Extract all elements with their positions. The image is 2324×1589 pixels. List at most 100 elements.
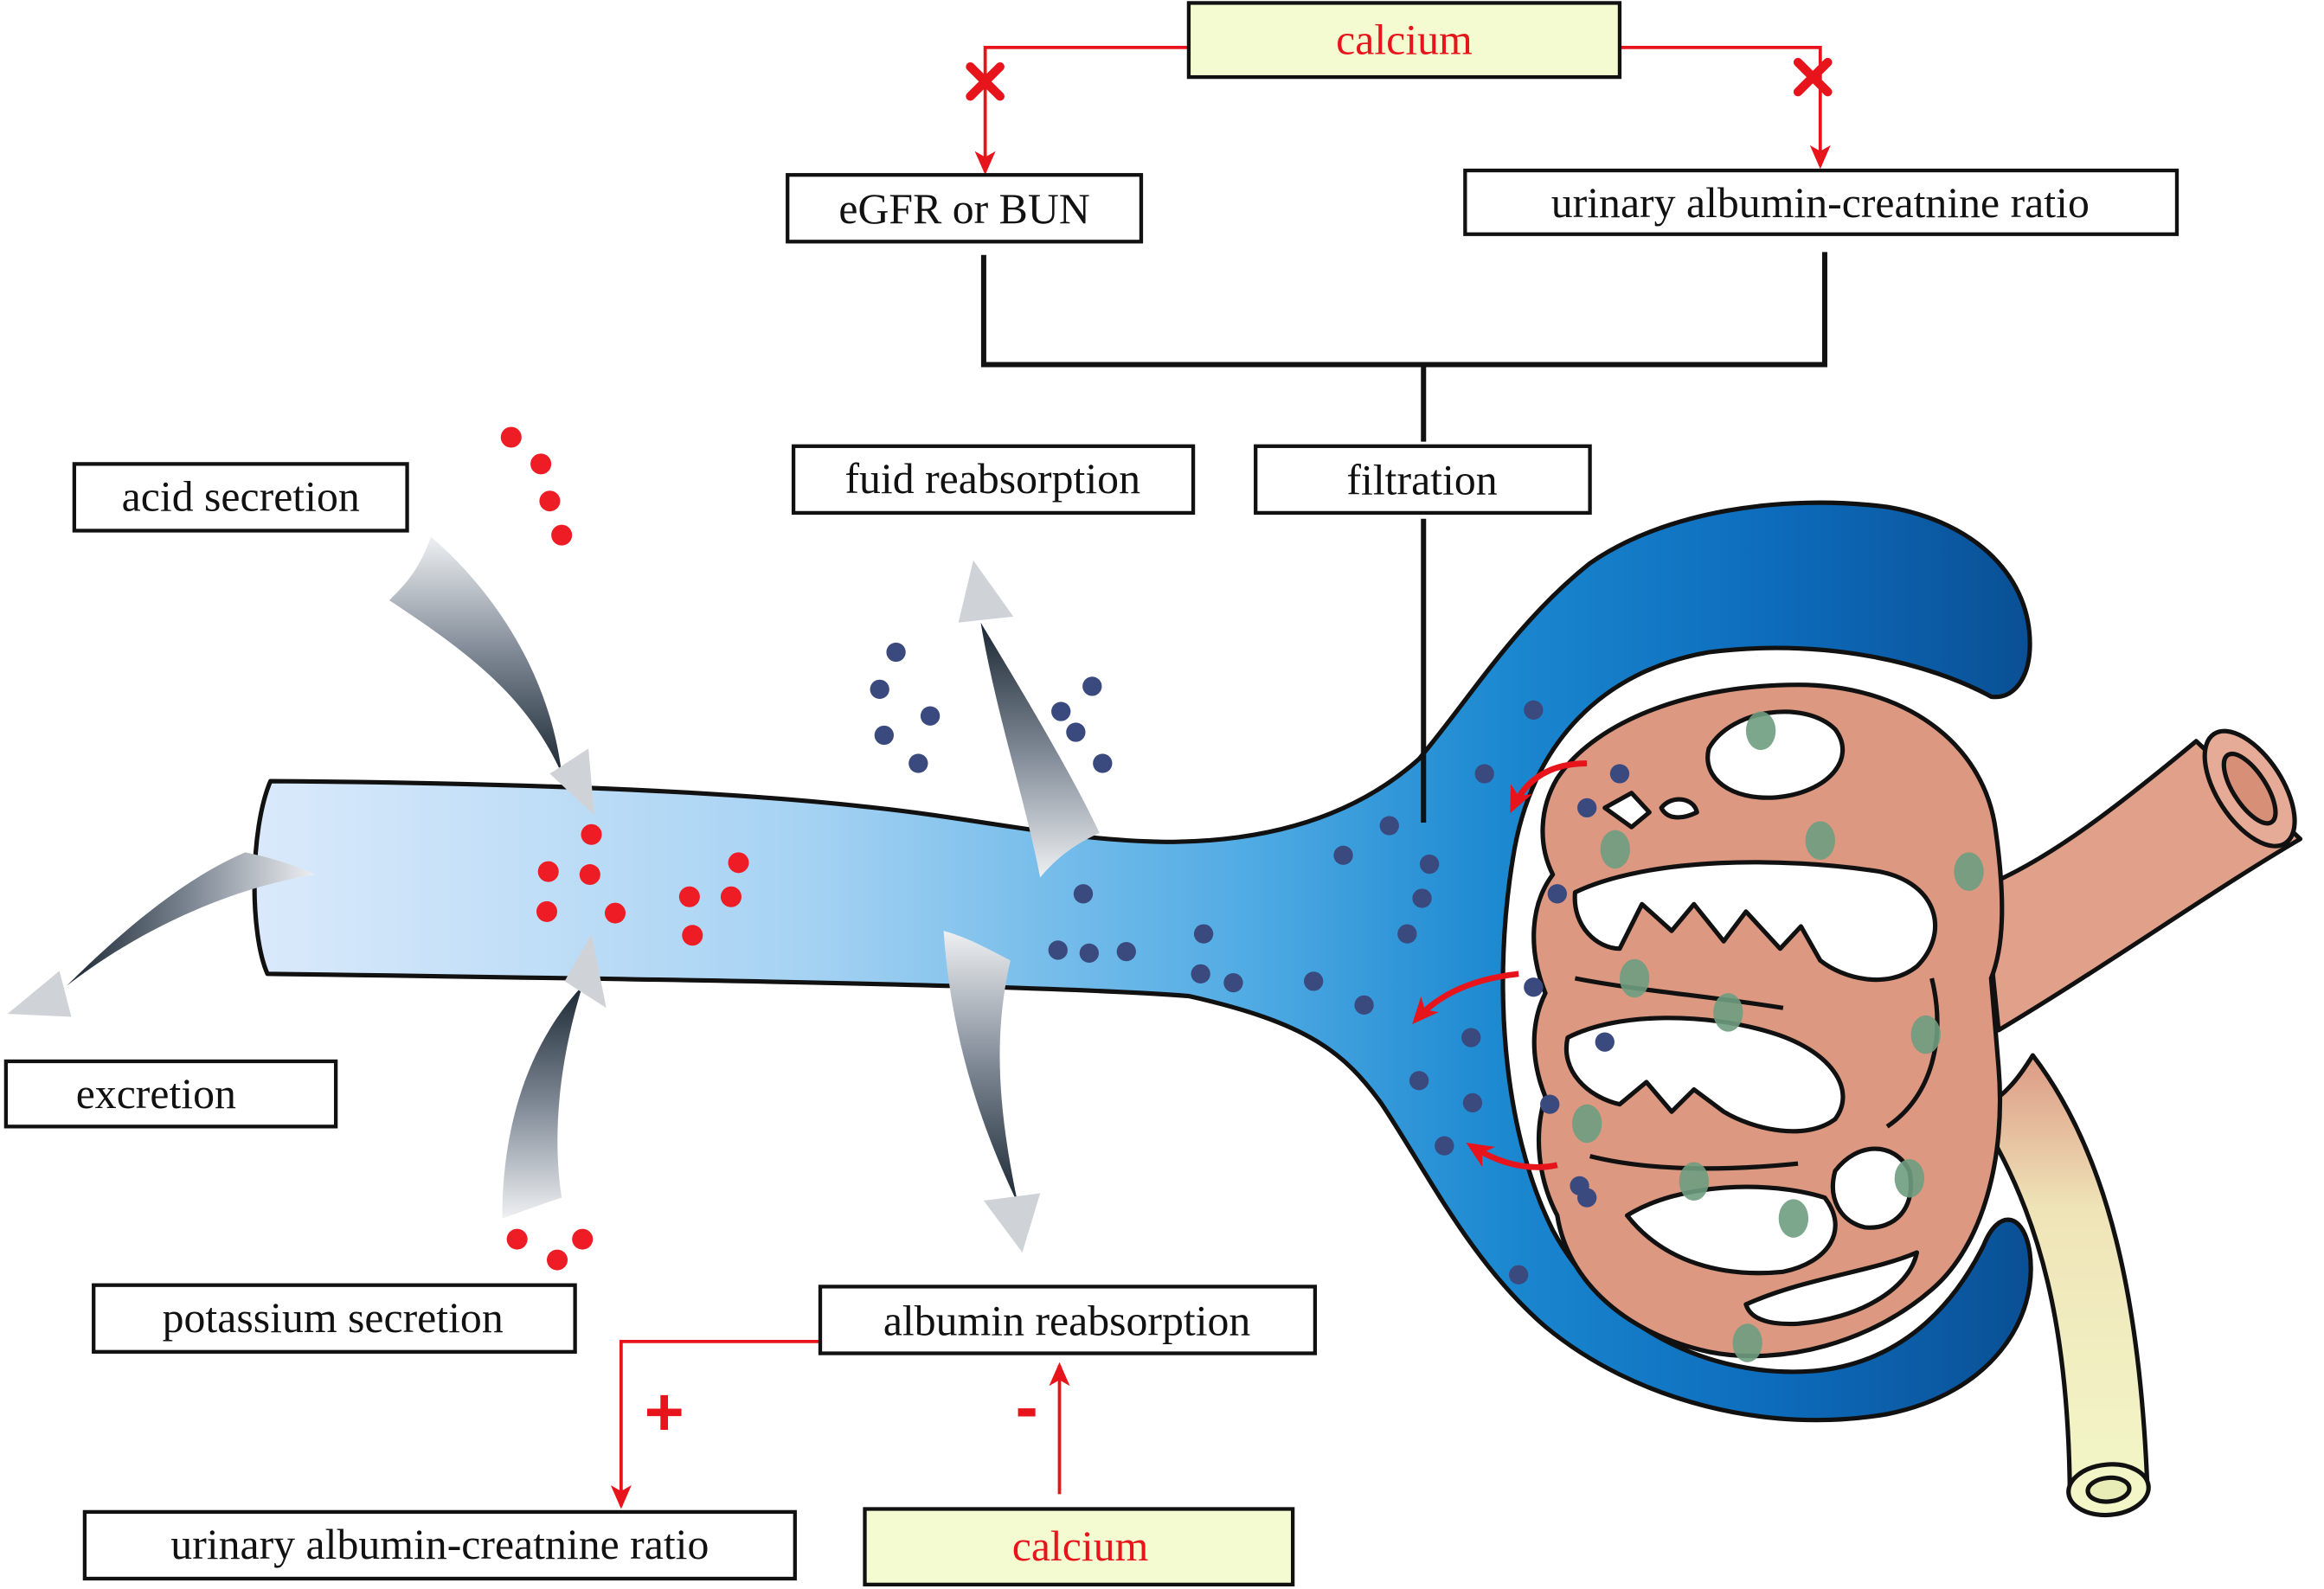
no-effect-x-icon: [1793, 57, 1833, 97]
blue-dot: [1116, 942, 1136, 962]
label-filtration: filtration: [1346, 457, 1497, 504]
cell-nucleus: [1600, 830, 1630, 869]
calcium-to-uacr-line: [1619, 45, 1831, 170]
albumin-reabsorption-arrow: [943, 931, 1018, 1204]
blue-dot: [1379, 816, 1399, 836]
afferent-arteriole-lumen: [2221, 751, 2278, 826]
red-dot: [682, 925, 703, 946]
egfr-bun-box: [786, 173, 1144, 244]
blue-dot: [1066, 722, 1086, 742]
red-dot: [536, 900, 558, 922]
albumin-to-uacr-line: [610, 1339, 820, 1509]
blue-dot: [1577, 1188, 1597, 1208]
label-calcium-top: calcium: [1336, 16, 1473, 64]
label-albumin-reabsorption: albumin reabsorption: [883, 1297, 1251, 1344]
glomerulus-hole: [1830, 1146, 1913, 1230]
cell-nucleus: [1572, 1104, 1602, 1144]
glomerulus-hole: [1743, 1250, 1920, 1327]
blue-dot: [1524, 700, 1544, 720]
label-uacr-bottom: urinary albumin-creatnine ratio: [170, 1521, 709, 1568]
blue-dot: [874, 725, 895, 746]
blue-dot: [1397, 924, 1417, 944]
filtration-flow-arrow: [1412, 971, 1519, 1025]
blue-dot: [1073, 884, 1094, 904]
blue-dot: [1193, 924, 1214, 944]
blue-dot: [1462, 1092, 1483, 1113]
blue-dot: [1304, 971, 1324, 991]
red-dot: [551, 524, 573, 546]
red-dot: [537, 861, 559, 882]
cell-nucleus: [1679, 1162, 1709, 1201]
calcium-box-bottom: [863, 1507, 1295, 1587]
glomerulus-hole: [1572, 860, 1938, 983]
blue-dot: [920, 706, 941, 726]
blue-dot: [1082, 676, 1102, 696]
blue-dot: [1540, 1094, 1560, 1114]
acid-secretion-arrowhead: [549, 748, 594, 816]
blue-dot: [1093, 753, 1113, 773]
efferent-arteriole: [1974, 1053, 2150, 1496]
cell-nucleus: [1713, 993, 1743, 1032]
no-effect-x-icon: [966, 61, 1005, 101]
red-dot: [604, 902, 626, 924]
blue-dot: [1461, 1028, 1481, 1048]
albumin-reabsorption-arrowhead: [983, 1193, 1041, 1253]
blue-dot: [1435, 1136, 1454, 1156]
label-calcium-bottom: calcium: [1012, 1522, 1149, 1570]
glomerulus-hole: [1659, 797, 1699, 820]
cell-nuclei: [1572, 711, 1984, 1362]
afferent-arteriole: [1981, 739, 2303, 1033]
red-dot: [500, 426, 522, 448]
fluid-reabsorption-arrow: [980, 622, 1100, 878]
uacr-box-top: [1463, 168, 2180, 236]
blue-dot: [1409, 1071, 1429, 1091]
red-dot: [539, 490, 561, 512]
label-excretion: excretion: [76, 1070, 236, 1118]
label-acid-secretion: acid secretion: [122, 473, 360, 521]
blue-dot: [1048, 940, 1068, 960]
cell-nucleus: [1732, 1323, 1762, 1362]
label-egfr-bun: eGFR or BUN: [838, 185, 1089, 233]
blue-dot: [886, 642, 906, 663]
blue-dot: [1412, 888, 1432, 908]
blue-dot: [1609, 764, 1630, 784]
red-dot: [530, 453, 552, 475]
cell-nucleus: [1805, 821, 1835, 860]
blue-dot: [1547, 884, 1567, 904]
label-fluid-reabsorption: fuid reabsorption: [844, 455, 1140, 503]
filtration-flow-arrow: [1510, 760, 1588, 814]
red-dot: [579, 864, 600, 886]
cell-nucleus: [1619, 958, 1650, 998]
cell-nucleus: [1910, 1015, 1941, 1054]
blue-dot: [1354, 995, 1374, 1015]
label-uacr-top: urinary albumin-creatnine ratio: [1551, 179, 2090, 227]
potassium-secretion-box: [92, 1283, 577, 1354]
calcium-box-top: [1186, 1, 1622, 80]
positive-sign: +: [645, 1374, 684, 1450]
connector-line: [980, 252, 1827, 442]
cell-nucleus: [1954, 852, 1984, 891]
blue-dot: [1223, 972, 1243, 993]
tubule-and-capsule: [252, 500, 2033, 1423]
solute-particles: [500, 426, 1630, 1285]
label-potassium-secretion: potassium secretion: [163, 1294, 504, 1342]
negative-sign: -: [1016, 1369, 1038, 1445]
red-dot: [720, 886, 741, 907]
blue-dot: [1051, 702, 1071, 721]
red-dot: [678, 886, 700, 907]
red-dot: [547, 1249, 568, 1271]
cell-nucleus: [1894, 1159, 1925, 1198]
blue-dot: [1333, 845, 1353, 865]
blue-dot: [1474, 764, 1494, 784]
red-dot: [572, 1228, 594, 1250]
fluid-reabsorption-arrowhead: [958, 560, 1014, 623]
filtration-flow-arrow: [1466, 1142, 1558, 1170]
blue-dot: [1577, 798, 1597, 818]
efferent-arteriole-lumen: [2085, 1475, 2132, 1504]
potassium-secretion-arrow: [502, 985, 583, 1219]
filtration-box: [1254, 444, 1592, 516]
excretion-arrow: [67, 852, 316, 986]
blue-dot: [1524, 977, 1544, 997]
acid-secretion-arrow: [388, 536, 562, 774]
